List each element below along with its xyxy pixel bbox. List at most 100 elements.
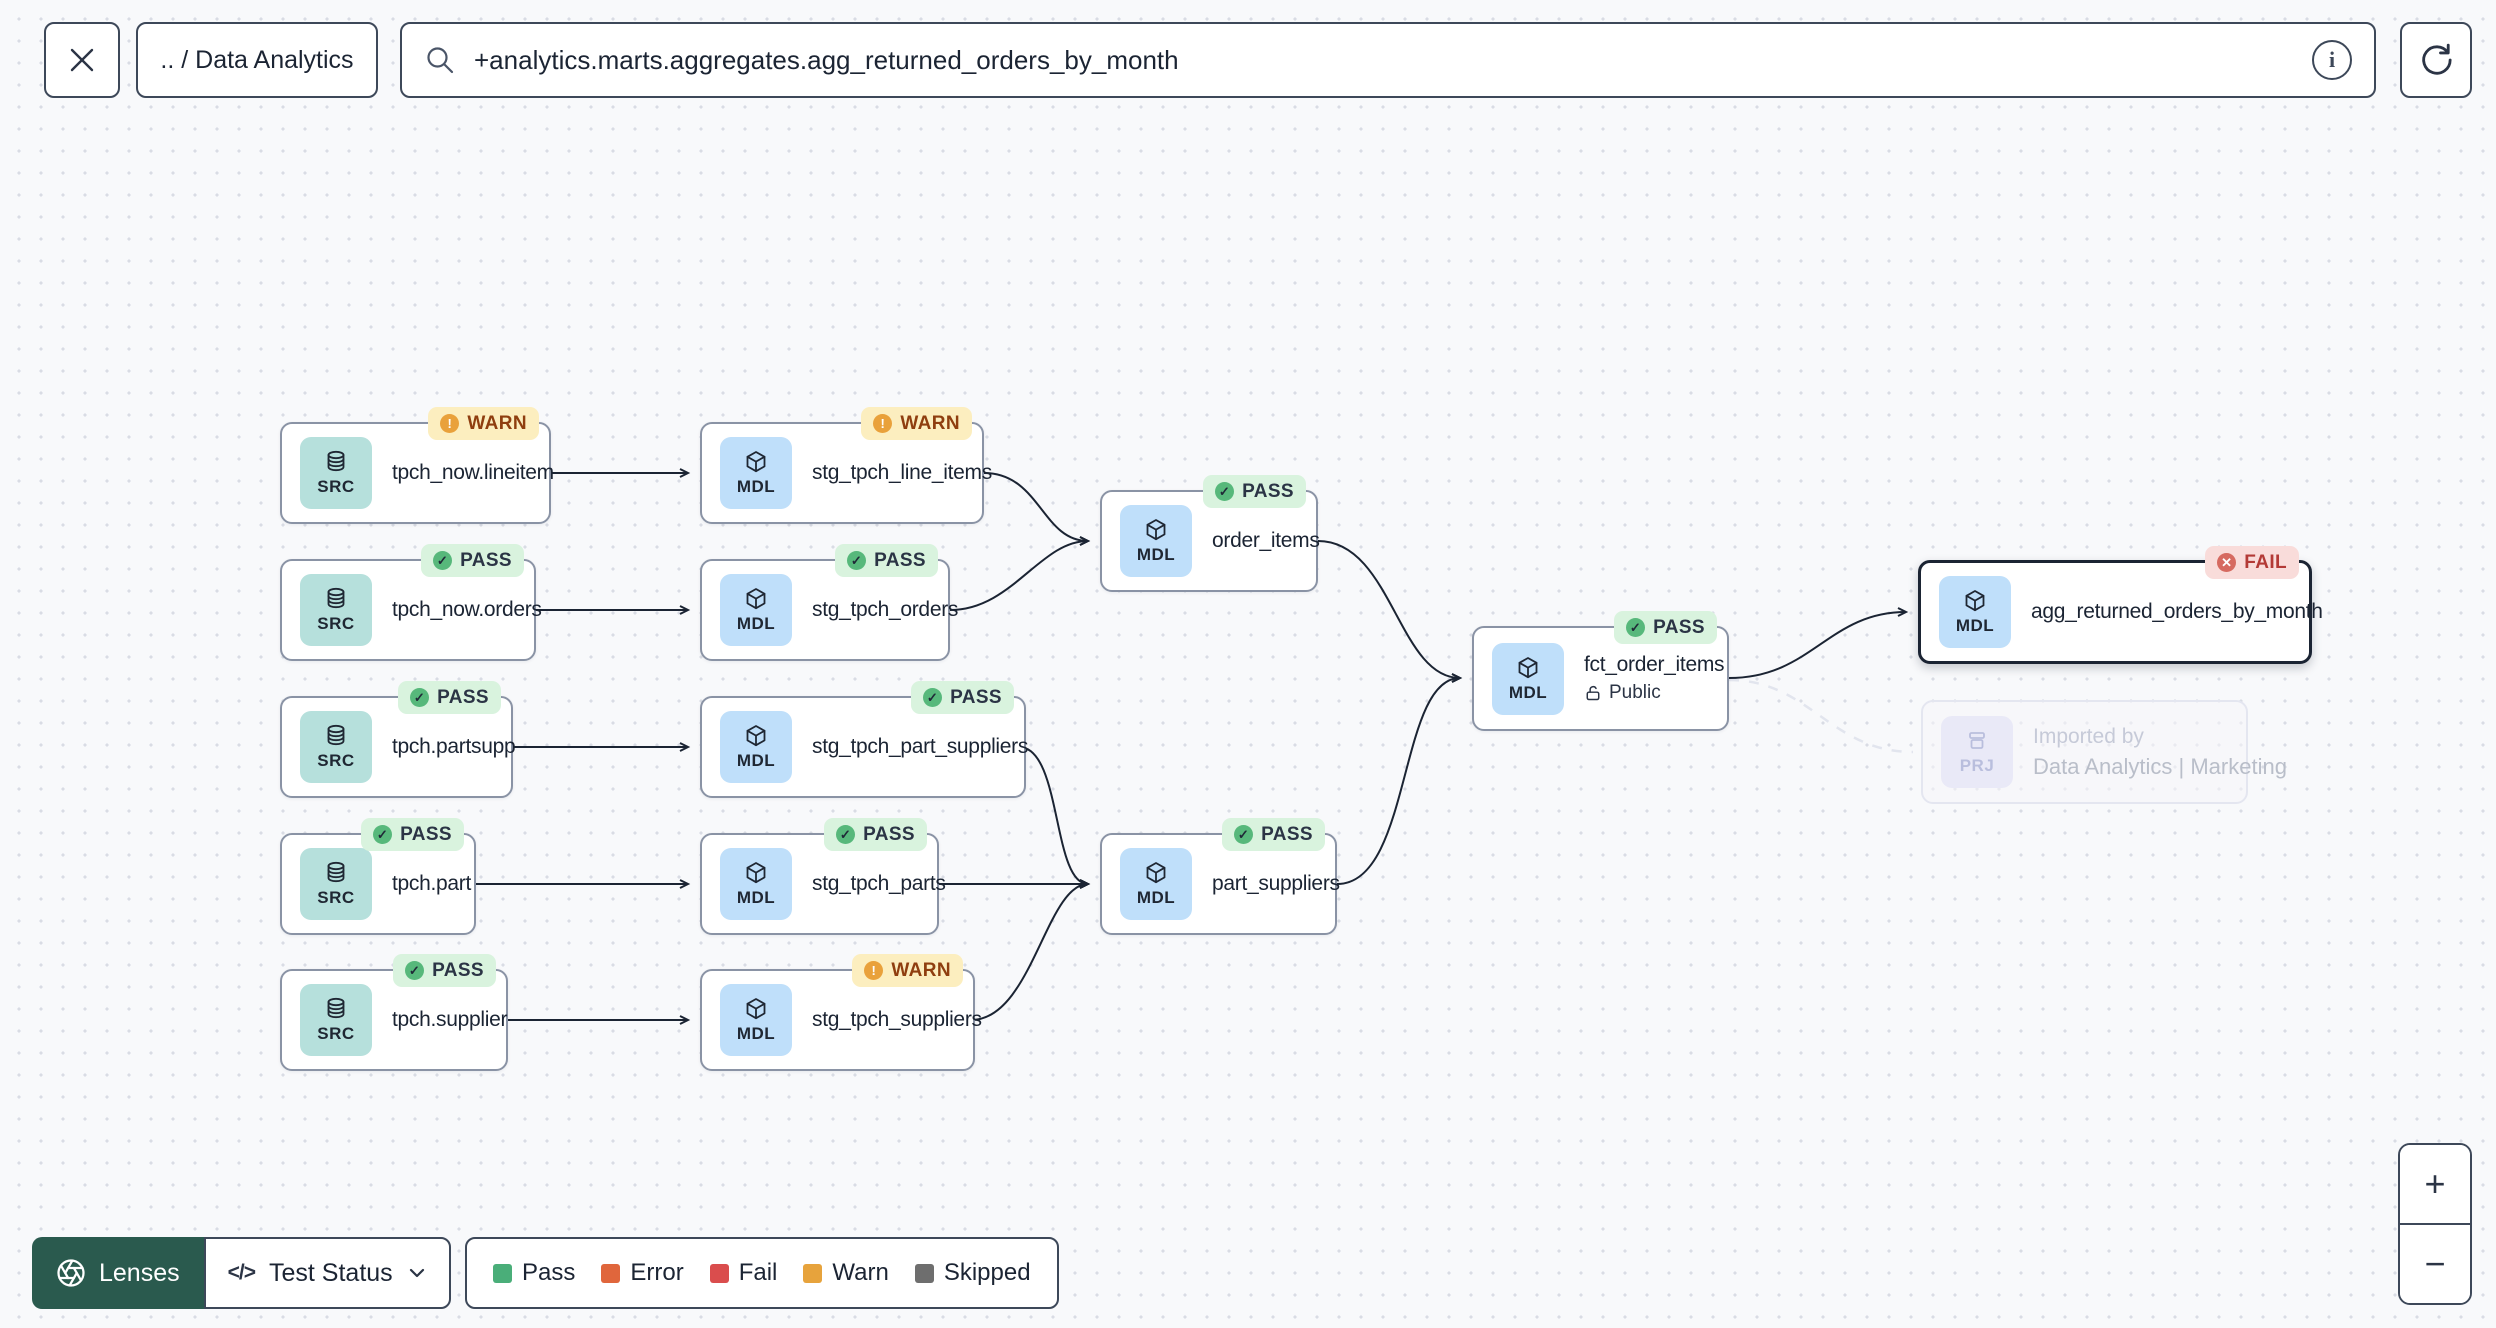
- legend-label: Warn: [832, 1259, 889, 1286]
- close-button[interactable]: [44, 22, 120, 98]
- node-label: tpch.partsupp: [392, 735, 516, 758]
- database-icon: [327, 450, 345, 472]
- source-icon: SRC: [300, 574, 372, 646]
- test-status-legend: Pass Error Fail Warn Skipped: [465, 1237, 1059, 1309]
- chevron-down-icon: [409, 1268, 424, 1278]
- status-label: FAIL: [2244, 551, 2287, 573]
- check-icon: ✓: [1215, 482, 1235, 501]
- node-tpch-now-lineitem[interactable]: ! WARN SRC tpch_now.lineitem: [280, 407, 554, 524]
- access-row: Public: [1584, 682, 1724, 704]
- model-icon: MDL: [720, 711, 792, 783]
- node-part-suppliers[interactable]: ✓ PASS MDL part_suppliers: [1100, 818, 1340, 935]
- zoom-in-button[interactable]: +: [2400, 1145, 2470, 1223]
- node-label: order_items: [1212, 529, 1320, 552]
- lens-selector[interactable]: </> Test Status: [203, 1237, 451, 1309]
- search-bar[interactable]: i: [400, 22, 2376, 98]
- warn-icon: !: [873, 414, 893, 433]
- model-icon: MDL: [720, 984, 792, 1056]
- source-icon: SRC: [300, 711, 372, 783]
- archive-icon: [1969, 732, 1985, 749]
- status-badge: ✓ PASS: [1203, 475, 1306, 508]
- zoom-control: + −: [2398, 1143, 2472, 1305]
- aperture-icon: [57, 1259, 85, 1287]
- check-icon: ✓: [836, 825, 856, 844]
- cube-icon: [746, 998, 766, 1020]
- project-icon: PRJ: [1941, 716, 2013, 788]
- zoom-divider: [2400, 1223, 2470, 1225]
- info-icon[interactable]: i: [2312, 40, 2352, 80]
- check-icon: ✓: [923, 688, 943, 707]
- refresh-button[interactable]: [2400, 22, 2472, 98]
- node-stg-tpch-part-suppliers[interactable]: ✓ PASS MDL stg_tpch_part_suppliers: [700, 681, 1028, 798]
- status-label: PASS: [950, 686, 1002, 708]
- status-badge: ✓ PASS: [393, 954, 496, 987]
- edge: [970, 879, 1091, 1021]
- node-agg-returned-orders-by-month[interactable]: ✕ FAIL MDL agg_returned_orders_by_month: [1918, 546, 2323, 664]
- node-label-group: fct_order_items Public: [1584, 653, 1725, 704]
- node-tpch-partsupp[interactable]: ✓ PASS SRC tpch.partsupp: [280, 681, 516, 798]
- unlock-icon: [1586, 686, 1600, 701]
- breadcrumb[interactable]: .. / Data Analytics: [136, 22, 378, 98]
- cube-icon: [746, 862, 766, 884]
- node-stg-tpch-suppliers[interactable]: ! WARN MDL stg_tpch_suppliers: [700, 954, 982, 1071]
- node-label: tpch.part: [392, 872, 472, 895]
- node-order-items[interactable]: ✓ PASS MDL order_items: [1100, 475, 1320, 592]
- close-icon: [70, 48, 94, 72]
- legend-item-error: Error: [601, 1259, 684, 1287]
- model-icon: MDL: [720, 574, 792, 646]
- status-label: PASS: [1653, 616, 1705, 638]
- model-icon: MDL: [1492, 642, 1564, 715]
- node-fct-order-items[interactable]: ✓ PASS MDL fct_order_items Public: [1472, 611, 1729, 731]
- node-stg-tpch-parts[interactable]: ✓ PASS MDL stg_tpch_parts: [700, 818, 946, 935]
- breadcrumb-label: .. / Data Analytics: [160, 45, 354, 74]
- status-badge: ✕ FAIL: [2205, 546, 2299, 579]
- node-tpch-supplier[interactable]: ✓ PASS SRC tpch.supplier: [280, 954, 508, 1071]
- status-label: PASS: [400, 823, 452, 845]
- cube-icon: [746, 725, 766, 747]
- zoom-out-button[interactable]: −: [2400, 1225, 2470, 1303]
- legend-label: Fail: [738, 1259, 778, 1286]
- code-icon: </>: [227, 1261, 256, 1284]
- edge: [983, 472, 1091, 546]
- status-label: WARN: [891, 959, 951, 981]
- status-label: WARN: [467, 412, 527, 434]
- node-stg-tpch-orders[interactable]: ✓ PASS MDL stg_tpch_orders: [700, 544, 958, 661]
- node-tpch-now-orders[interactable]: ✓ PASS SRC tpch_now.orders: [280, 544, 542, 661]
- status-badge: ! WARN: [428, 407, 539, 440]
- node-label: stg_tpch_orders: [812, 598, 959, 621]
- node-tpch-part[interactable]: ✓ PASS SRC tpch.part: [280, 818, 476, 935]
- legend-label: Pass: [522, 1259, 576, 1286]
- cube-icon: [746, 588, 766, 610]
- lenses-control: Lenses </> Test Status: [32, 1237, 451, 1309]
- edge: [1018, 746, 1091, 889]
- warn-swatch: [803, 1263, 823, 1283]
- status-badge: ✓ PASS: [911, 681, 1014, 714]
- model-icon: MDL: [1939, 576, 2011, 648]
- selected-lens-label: Test Status: [269, 1258, 393, 1287]
- access-label: Public: [1609, 682, 1661, 703]
- status-label: PASS: [863, 823, 915, 845]
- lenses-button[interactable]: Lenses: [32, 1237, 204, 1309]
- status-label: PASS: [432, 959, 484, 981]
- legend-label: Error: [630, 1259, 684, 1286]
- status-badge: ✓ PASS: [1614, 611, 1717, 644]
- status-label: PASS: [874, 549, 926, 571]
- check-icon: ✓: [405, 961, 425, 980]
- legend-item-warn: Warn: [803, 1259, 889, 1287]
- status-label: WARN: [900, 412, 960, 434]
- warn-icon: !: [440, 414, 460, 433]
- node-stg-tpch-line-items[interactable]: ! WARN MDL stg_tpch_line_items: [700, 407, 992, 524]
- legend-item-pass: Pass: [493, 1259, 575, 1287]
- skipped-swatch: [914, 1263, 934, 1283]
- source-icon: SRC: [300, 848, 372, 920]
- search-input[interactable]: [472, 43, 2312, 77]
- node-imported-by-project[interactable]: PRJ Imported by Data Analytics | Marketi…: [1921, 700, 2287, 804]
- database-icon: [327, 724, 345, 746]
- database-icon: [327, 587, 345, 609]
- node-label: part_suppliers: [1212, 872, 1340, 895]
- status-badge: ✓ PASS: [824, 818, 927, 851]
- status-badge: ✓ PASS: [421, 544, 524, 577]
- project-name-label: Data Analytics | Marketing: [2033, 753, 2287, 779]
- refresh-icon: [2422, 43, 2452, 75]
